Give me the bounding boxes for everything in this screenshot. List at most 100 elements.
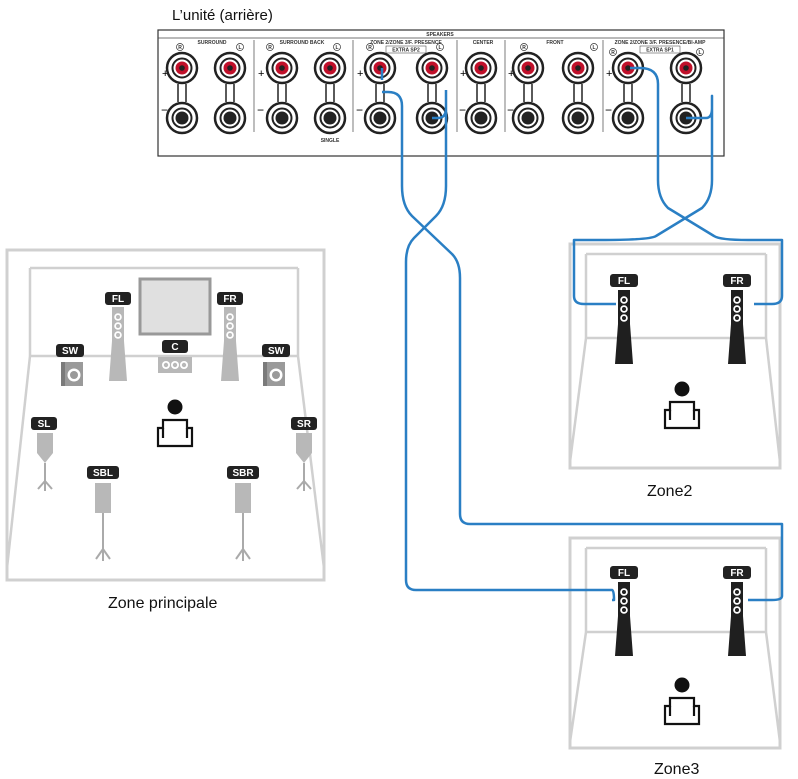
cable-zone3-minus (404, 90, 616, 602)
svg-text:R: R (268, 45, 272, 51)
speaker-tag: SW (56, 344, 84, 357)
terminal-minus (611, 101, 645, 135)
speaker-tag: SR (291, 417, 317, 430)
speaker-tag: SW (262, 344, 290, 357)
tv-screen (138, 277, 212, 336)
minus-mark: − (161, 103, 168, 117)
terminal-plus (363, 51, 397, 85)
main-zone-speakers: FL FR C SW SW SL SR SBL SBR (31, 292, 317, 561)
group-center-label: CENTER (473, 40, 494, 46)
main-zone-room (5, 248, 326, 582)
group-zone-biamp-label: ZONE 2/ZONE 3/F. PRESENCE/BI-AMP (615, 40, 707, 46)
svg-text:SW: SW (268, 346, 285, 357)
plus-mark: + (508, 68, 514, 80)
svg-text:FL: FL (618, 568, 630, 579)
plus-mark: + (258, 68, 264, 80)
main-zone-label: Zone principale (108, 595, 218, 612)
terminal-plus (415, 51, 449, 85)
svg-text:L: L (238, 45, 241, 51)
surround-speaker-icon (296, 433, 312, 491)
speaker-tag: C (162, 340, 188, 353)
speaker-tag: FL (610, 566, 638, 579)
svg-text:SR: SR (297, 419, 312, 430)
terminal-minus (561, 101, 595, 135)
minus-mark: − (356, 103, 363, 117)
surround-back-speaker-icon (235, 483, 251, 561)
svg-text:SW: SW (62, 346, 79, 357)
svg-text:L: L (698, 50, 701, 56)
panel-outline (157, 29, 725, 157)
group-surround-back-label: SURROUND BACK (280, 40, 325, 46)
plus-mark: + (460, 68, 466, 80)
tower-speaker-icon (728, 582, 746, 656)
speaker-tag: FL (610, 274, 638, 287)
speaker-tag: SBL (87, 466, 119, 479)
extra-sp1-label: EXTRA SP1 (646, 48, 674, 54)
listener-icon (156, 399, 194, 448)
center-speaker-icon (158, 357, 192, 373)
svg-text:SBL: SBL (93, 468, 113, 479)
listener-icon (663, 381, 701, 430)
tower-speaker-icon (615, 290, 633, 364)
terminal-minus (313, 101, 347, 135)
svg-text:FR: FR (730, 568, 744, 579)
svg-text:C: C (171, 342, 178, 353)
rear-panel: SPEAKERS SURROUND SURROUND BACK ZONE 2/Z… (157, 29, 725, 157)
zone-speakers: FL FR FL FR (610, 274, 751, 726)
svg-text:FL: FL (618, 276, 630, 287)
group-front-label: FRONT (546, 40, 563, 46)
single-label: SINGLE (321, 138, 340, 144)
terminal-minus (165, 101, 199, 135)
svg-text:L: L (438, 45, 441, 51)
cable-zone3-plus (380, 68, 784, 602)
speaker-tag: FR (723, 274, 751, 287)
svg-text:FR: FR (730, 276, 744, 287)
terminal-plus (165, 51, 199, 85)
surround-back-speaker-icon (95, 483, 111, 561)
cable-zone2-a (630, 66, 784, 306)
subwoofer-icon (263, 362, 285, 386)
terminal-plus (561, 51, 595, 85)
group-surround-label: SURROUND (198, 40, 227, 46)
tower-speaker-icon (221, 307, 239, 381)
svg-text:R: R (611, 50, 615, 56)
terminal-plus (313, 51, 347, 85)
speaker-tag: SL (31, 417, 57, 430)
svg-text:L: L (335, 45, 338, 51)
cable-zone2-b (572, 94, 714, 306)
group-zone-presence-label: ZONE 2/ZONE 3/F. PRESENCE (370, 40, 442, 46)
plus-mark: + (162, 68, 168, 80)
terminal-minus (363, 101, 397, 135)
svg-text:R: R (522, 45, 526, 51)
unit-title: L’unité (arrière) (172, 7, 273, 24)
minus-mark: − (459, 103, 466, 117)
minus-mark: − (257, 103, 264, 117)
terminal-minus (265, 101, 299, 135)
listener-icon (663, 677, 701, 726)
terminal-minus (464, 101, 498, 135)
speaker-cables (380, 66, 784, 602)
terminal-plus (265, 51, 299, 85)
svg-text:SL: SL (38, 419, 51, 430)
terminal-plus (213, 51, 247, 85)
speaker-tag: FL (105, 292, 131, 305)
terminal-minus (511, 101, 545, 135)
svg-text:L: L (592, 45, 595, 51)
tower-speaker-icon (109, 307, 127, 381)
zone2-label: Zone2 (647, 483, 692, 500)
minus-mark: − (605, 103, 612, 117)
terminal-plus (511, 51, 545, 85)
plus-mark: + (357, 68, 363, 80)
tower-speaker-icon (728, 290, 746, 364)
speaker-tag: SBR (227, 466, 259, 479)
svg-text:R: R (178, 45, 182, 51)
surround-speaker-icon (37, 433, 53, 491)
terminal-plus (464, 51, 498, 85)
svg-text:FL: FL (112, 294, 124, 305)
svg-text:FR: FR (223, 294, 237, 305)
terminal-minus (213, 101, 247, 135)
terminal-plus (669, 51, 703, 85)
extra-sp2-label: EXTRA SP2 (392, 48, 420, 54)
tower-speaker-icon (615, 582, 633, 656)
